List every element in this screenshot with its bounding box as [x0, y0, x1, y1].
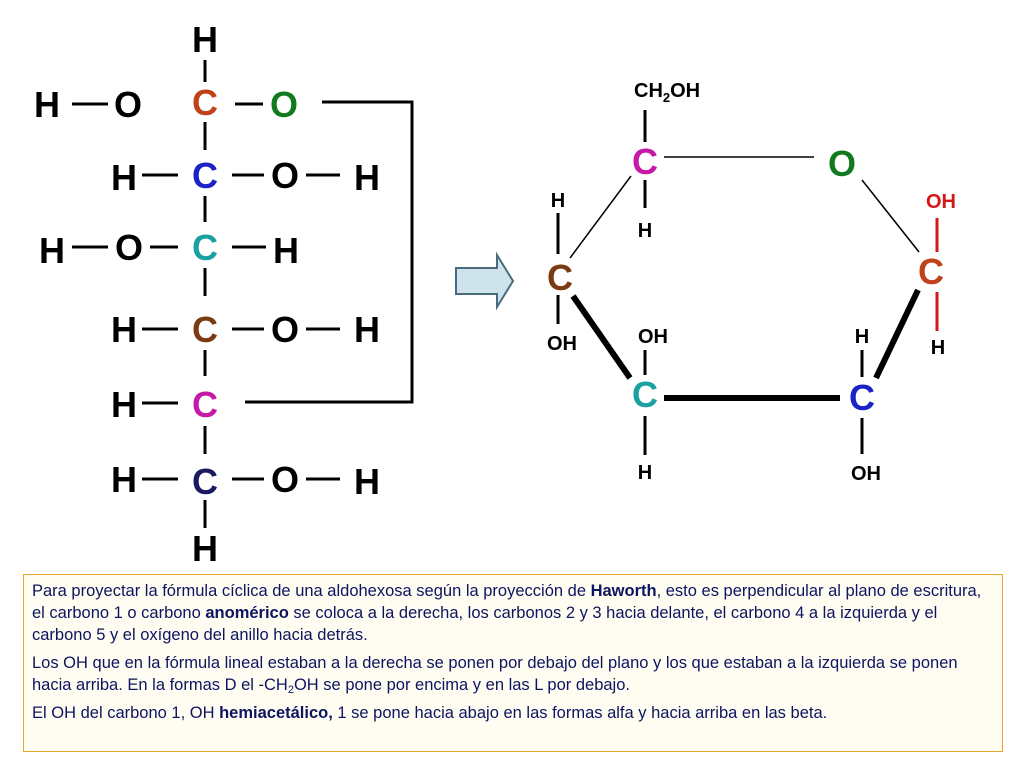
ch2oh-main: CH [634, 80, 663, 102]
ch2oh-group: CH2OH [634, 80, 700, 105]
ch2oh-subscript: 2 [663, 90, 670, 105]
row3-left-o: O [115, 227, 143, 268]
c2-h: H [855, 326, 869, 348]
row4-left-h: H [111, 309, 137, 350]
c2-oh: OH [851, 463, 881, 485]
row6-right-o: O [271, 459, 299, 500]
row3-left-h: H [39, 230, 65, 271]
row6-left-h: H [111, 459, 137, 500]
row6-right-h: H [354, 461, 380, 502]
row3-right-h: H [273, 230, 299, 271]
caption-p2-a: Los OH que en la fórmula lineal estaban … [32, 654, 958, 694]
c3-oh: OH [638, 326, 668, 348]
caption-p2-b: OH se pone por encima y en las L por deb… [293, 676, 630, 694]
carbon-2: C [192, 155, 218, 196]
haworth-carbon-3: C [632, 374, 658, 415]
caption-p1-haworth: Haworth [590, 582, 657, 600]
ring-oxygen-fischer: O [270, 84, 298, 125]
row5-left-h: H [111, 384, 137, 425]
row2-right-o: O [271, 155, 299, 196]
haworth-carbon-1: C [918, 251, 944, 292]
c5-h: H [638, 220, 652, 242]
c4-h: H [551, 190, 565, 212]
carbon-4: C [192, 309, 218, 350]
caption-p1-a: Para proyectar la fórmula cíclica de una… [32, 582, 591, 600]
ch2oh-tail: OH [670, 80, 700, 102]
caption-paragraph-3: El OH del carbono 1, OH hemiacetálico, 1… [32, 702, 994, 724]
row4-right-h: H [354, 309, 380, 350]
c6-bottom-h: H [192, 528, 218, 569]
caption-p1-c: , esto es perpendicular al plano de escr… [32, 582, 982, 622]
caption-paragraph-2: Los OH que en la fórmula lineal estaban … [32, 652, 994, 696]
row2-right-h: H [354, 157, 380, 198]
haworth-carbon-2: C [849, 377, 875, 418]
explanation-textbox: Para proyectar la fórmula cíclica de una… [23, 574, 1003, 752]
row2-left-h: H [111, 157, 137, 198]
bond-c4-c3 [570, 294, 633, 380]
bond-c5-c4 [569, 175, 632, 259]
row1-left-h: H [34, 84, 60, 125]
row1-left-o: O [114, 84, 142, 125]
c1-top-h: H [192, 19, 218, 60]
caption-paragraph-1: Para proyectar la fórmula cíclica de una… [32, 580, 994, 646]
caption-p3-hemiacetalico: hemiacetálico, [219, 704, 333, 722]
fischer-bonds [72, 60, 414, 528]
haworth-carbon-5: C [632, 141, 658, 182]
bond-ring-o-c1 [861, 179, 920, 253]
haworth-carbon-4: C [547, 257, 573, 298]
carbon-1: C [192, 82, 218, 123]
haworth-ring-oxygen: O [828, 143, 856, 184]
c1-h: H [931, 337, 945, 359]
row4-right-o: O [271, 309, 299, 350]
carbon-6: C [192, 461, 218, 502]
conversion-arrow-icon [455, 251, 515, 311]
caption-p3-a: El OH del carbono 1, OH [32, 704, 220, 722]
c4-oh: OH [547, 333, 577, 355]
carbon-3: C [192, 227, 218, 268]
carbon-5: C [192, 384, 218, 425]
caption-p1-e: se coloca a la derecha, los carbonos 2 y… [32, 604, 938, 644]
c1-oh: OH [926, 191, 956, 213]
fischer-projection: H H O C O H C O H H O C H H C O H H C H … [34, 19, 414, 569]
haworth-projection: CH2OH C H O H C OH OH C H OH C H H C OH [547, 80, 956, 485]
bond-c1-c2 [873, 288, 921, 380]
caption-p1-anomerico: anomérico [205, 604, 289, 622]
caption-p3-c: 1 se pone hacia abajo en las formas alfa… [332, 704, 828, 722]
caption-p2-subscript: 2 [287, 684, 294, 696]
c3-h: H [638, 462, 652, 484]
ring-bracket [245, 100, 414, 404]
